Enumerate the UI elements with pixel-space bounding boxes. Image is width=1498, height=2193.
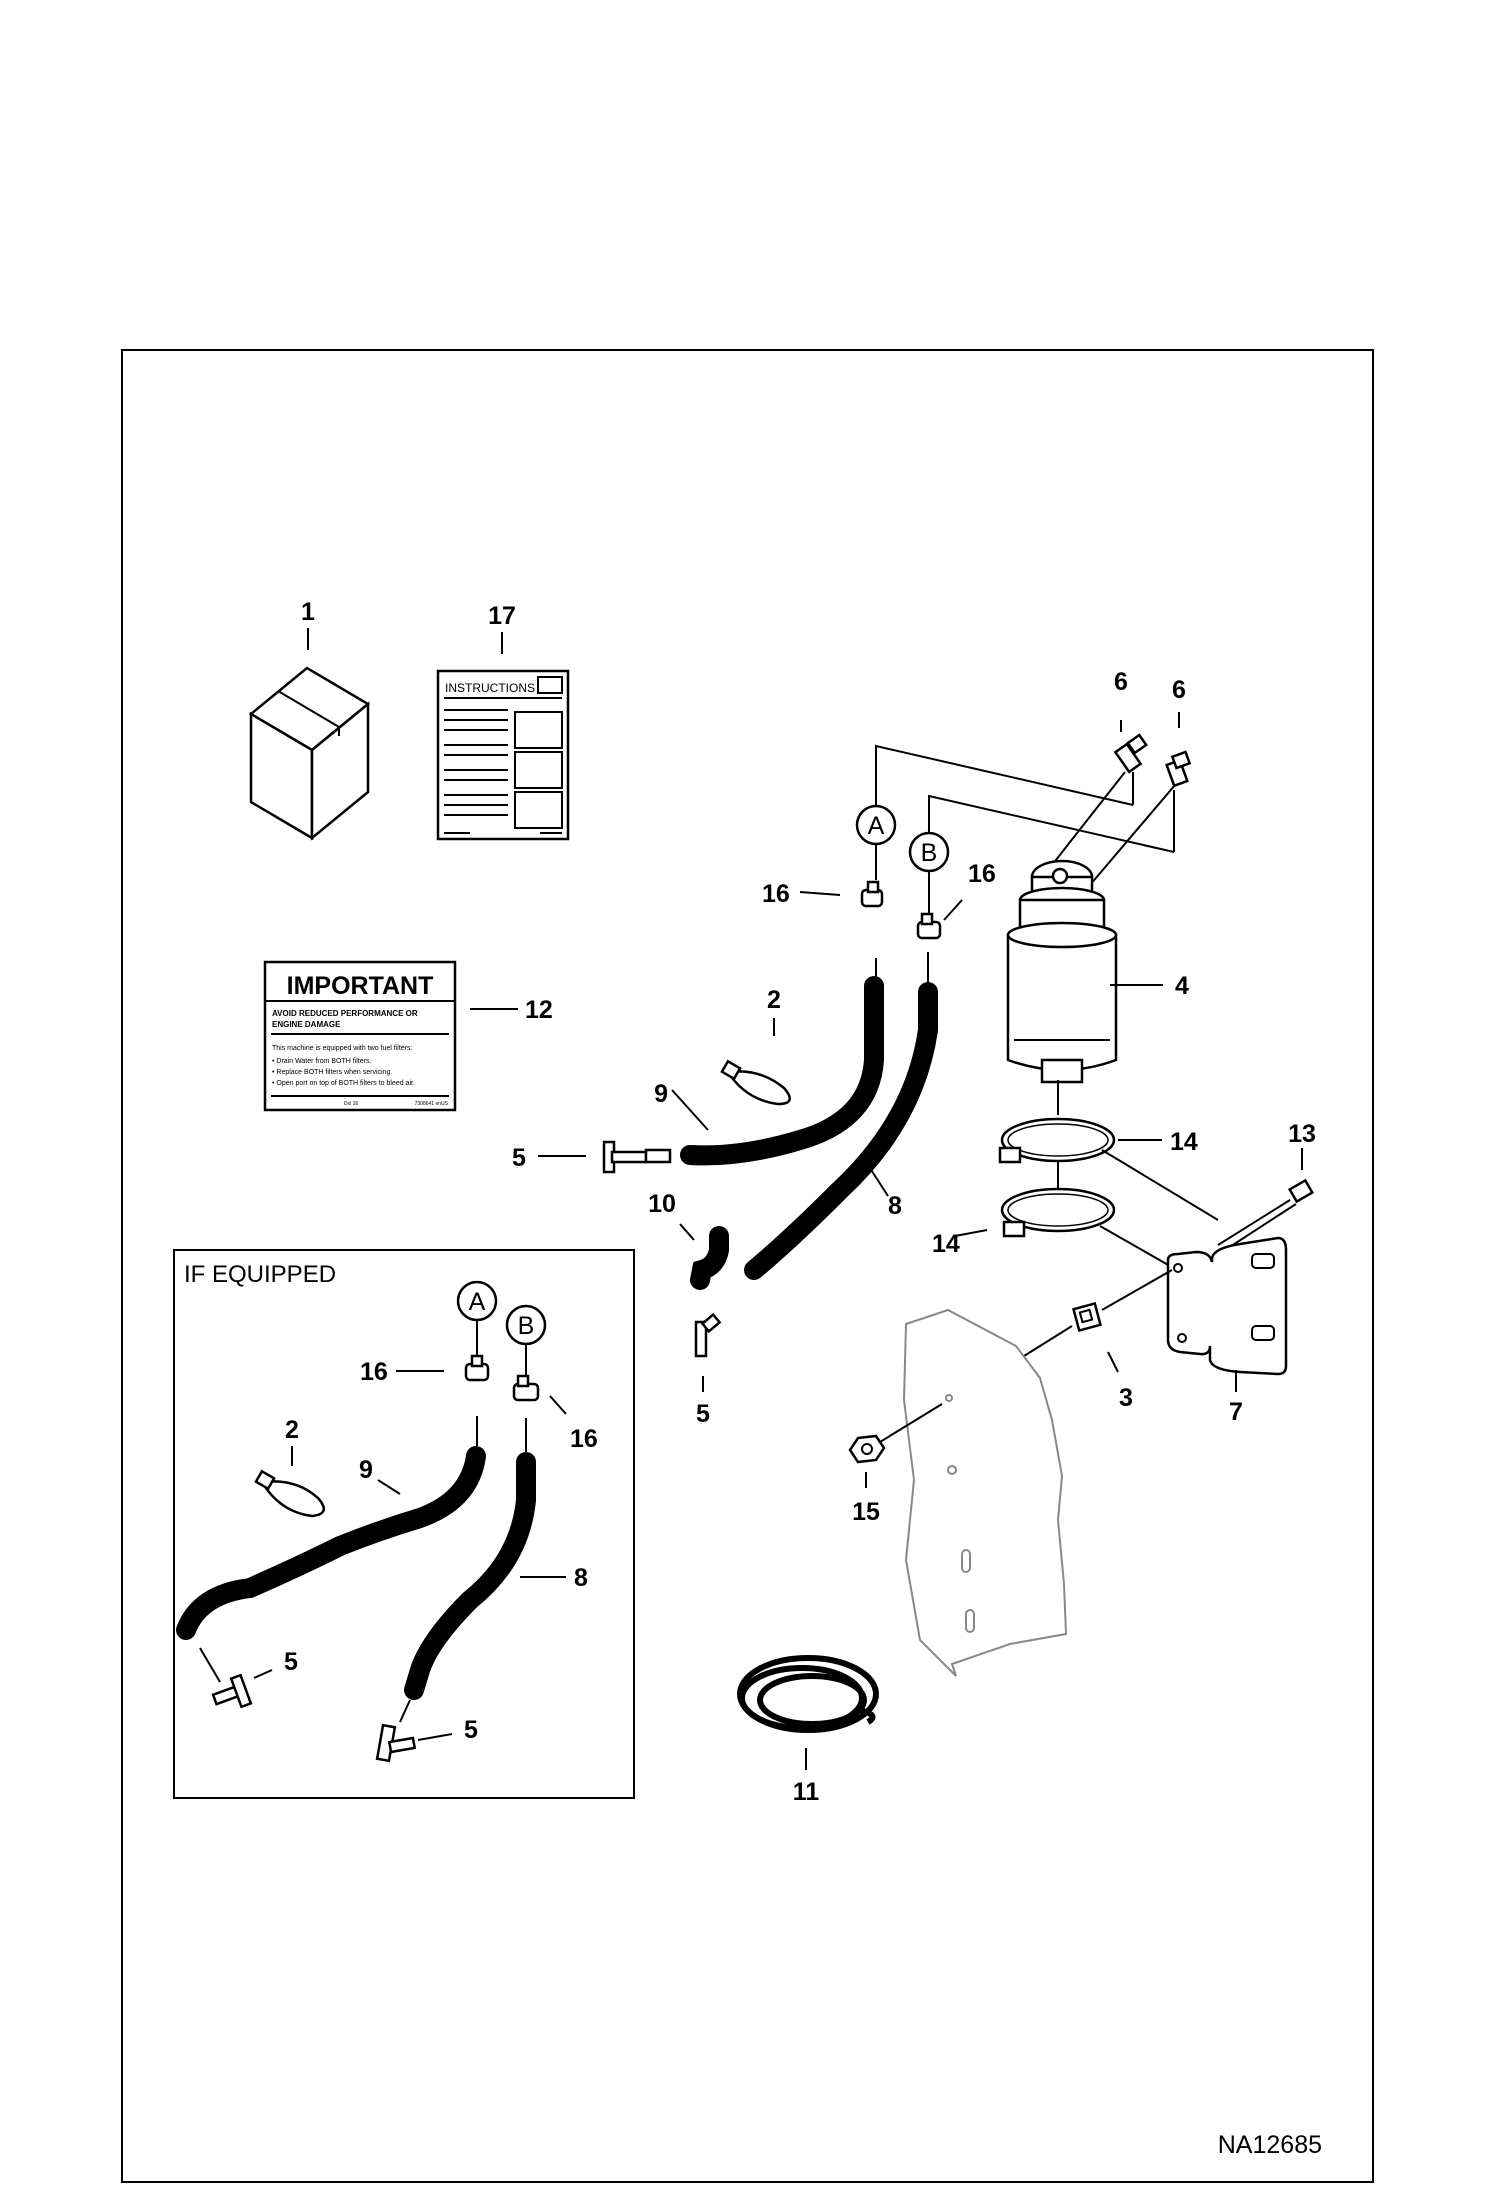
part-1-box xyxy=(248,666,371,841)
decal-bullet-2: • Replace BOTH filters when servicing. xyxy=(272,1069,392,1076)
part-12-important-decal xyxy=(263,960,457,1112)
decal-subheader-2: ENGINE DAMAGE xyxy=(272,1020,341,1029)
leader-14b xyxy=(954,1229,988,1237)
callout-10: 10 xyxy=(648,1190,676,1218)
part-16-clamp-a xyxy=(860,880,884,908)
connector-b-label: B xyxy=(921,839,938,867)
part-3-nut xyxy=(1071,1301,1103,1333)
clamp-1-to-bracket-line xyxy=(1101,1149,1219,1221)
inset-connector-b-label: B xyxy=(518,1312,535,1340)
inset-callout-5a: 5 xyxy=(284,1648,298,1676)
nut-to-frame-line xyxy=(1023,1325,1073,1357)
callout-15: 15 xyxy=(852,1498,880,1526)
callout-14b: 14 xyxy=(932,1230,960,1258)
callout-12: 12 xyxy=(525,996,553,1024)
decal-header: IMPORTANT xyxy=(287,972,434,1000)
callout-7: 7 xyxy=(1229,1398,1243,1426)
callout-16b: 16 xyxy=(968,860,996,888)
machine-frame-outline xyxy=(902,1308,1068,1677)
inset-callout-2: 2 xyxy=(285,1416,299,1444)
inset-leader-16b xyxy=(549,1395,567,1415)
callout-5b: 5 xyxy=(696,1400,710,1428)
callout-11: 11 xyxy=(793,1778,820,1806)
inset-part-2-strap xyxy=(254,1469,325,1518)
route-line-b xyxy=(928,794,1175,853)
inset-connector-a-label: A xyxy=(469,1288,486,1316)
callout-6a: 6 xyxy=(1114,668,1128,696)
leader-3 xyxy=(1107,1351,1119,1373)
inset-callout-8: 8 xyxy=(574,1564,588,1592)
leader-8 xyxy=(865,1161,889,1197)
inset-callout-16a: 16 xyxy=(360,1358,388,1386)
clamp-2-to-bracket-line xyxy=(1099,1225,1171,1267)
nut-to-frame-hole-line xyxy=(879,1403,943,1443)
callout-5a: 5 xyxy=(512,1144,526,1172)
part-11-coiled-hose xyxy=(737,1655,879,1733)
leader-16b xyxy=(943,899,963,921)
inset-part-5-tee-fitting-b xyxy=(375,1699,417,1763)
callout-14a: 14 xyxy=(1170,1128,1198,1156)
callout-3: 3 xyxy=(1119,1384,1133,1412)
callout-6b: 6 xyxy=(1172,676,1186,704)
part-5-tee-fitting-a xyxy=(602,1140,672,1174)
part-4-fuel-filter xyxy=(1006,859,1118,1084)
part-10-elbow-hose xyxy=(690,1226,729,1290)
part-5-tee-fitting-b xyxy=(694,1312,722,1358)
part-9-hose xyxy=(680,976,884,1166)
inset-part-16-clamp-a xyxy=(464,1354,490,1382)
callout-13: 13 xyxy=(1288,1120,1316,1148)
nut-to-bracket-line xyxy=(1101,1269,1173,1311)
inset-part-5-tee-fitting-a xyxy=(199,1647,253,1709)
decal-footer-right: 7308641 enUS xyxy=(415,1101,449,1107)
decal-footer-left: Dxl 16 xyxy=(344,1101,358,1107)
decal-body-intro: This machine is equipped with two fuel f… xyxy=(272,1045,413,1052)
leader-9 xyxy=(671,1089,709,1131)
inset-part-8-hose xyxy=(404,1452,536,1700)
connector-a-label: A xyxy=(868,812,885,840)
part-6-elbow-fitting-1 xyxy=(1113,733,1148,774)
callout-2: 2 xyxy=(767,986,781,1014)
part-15-flange-nut xyxy=(848,1434,886,1464)
callout-4: 4 xyxy=(1175,972,1189,1000)
callout-1: 1 xyxy=(301,598,315,626)
inset-leader-5b xyxy=(417,1733,453,1741)
callout-17: 17 xyxy=(488,602,516,630)
callout-8: 8 xyxy=(888,1192,902,1220)
inset-leader-5a xyxy=(253,1669,273,1679)
inset-part-16-clamp-b xyxy=(512,1374,540,1402)
fitting-6b-leader xyxy=(1089,784,1176,886)
if-equipped-inset-border xyxy=(173,1249,635,1799)
callout-9: 9 xyxy=(654,1080,668,1108)
part-2-strap xyxy=(720,1059,791,1106)
callout-16a: 16 xyxy=(762,880,790,908)
fitting-6a-leader xyxy=(1051,771,1126,866)
drawing-id: NA12685 xyxy=(1218,2131,1322,2159)
part-6-elbow-fitting-2 xyxy=(1165,750,1192,788)
if-equipped-title: IF EQUIPPED xyxy=(184,1261,336,1288)
part-16-clamp-b xyxy=(916,912,942,940)
part-8-hose xyxy=(744,982,938,1280)
leader-16a xyxy=(799,891,841,896)
part-14-band-clamp-1 xyxy=(998,1117,1116,1164)
inset-leader-9 xyxy=(377,1479,401,1495)
part-7-mounting-bracket xyxy=(1166,1236,1288,1376)
inset-callout-5b: 5 xyxy=(464,1716,478,1744)
decal-subheader-1: AVOID REDUCED PERFORMANCE OR xyxy=(272,1009,418,1018)
decal-bullet-3: • Open port on top of BOTH filters to bl… xyxy=(272,1080,415,1087)
drawing-border xyxy=(121,349,1374,2183)
inset-part-9-hose xyxy=(176,1446,486,1640)
leader-10 xyxy=(679,1223,695,1241)
route-line-a xyxy=(875,744,1134,806)
part-17-instructions xyxy=(436,669,570,841)
part-14-band-clamp-2 xyxy=(1000,1187,1116,1238)
instructions-title: INSTRUCTIONS xyxy=(445,681,535,695)
inset-callout-16b: 16 xyxy=(570,1425,598,1453)
decal-bullet-1: • Drain Water from BOTH filters. xyxy=(272,1058,371,1065)
inset-callout-9: 9 xyxy=(359,1456,373,1484)
